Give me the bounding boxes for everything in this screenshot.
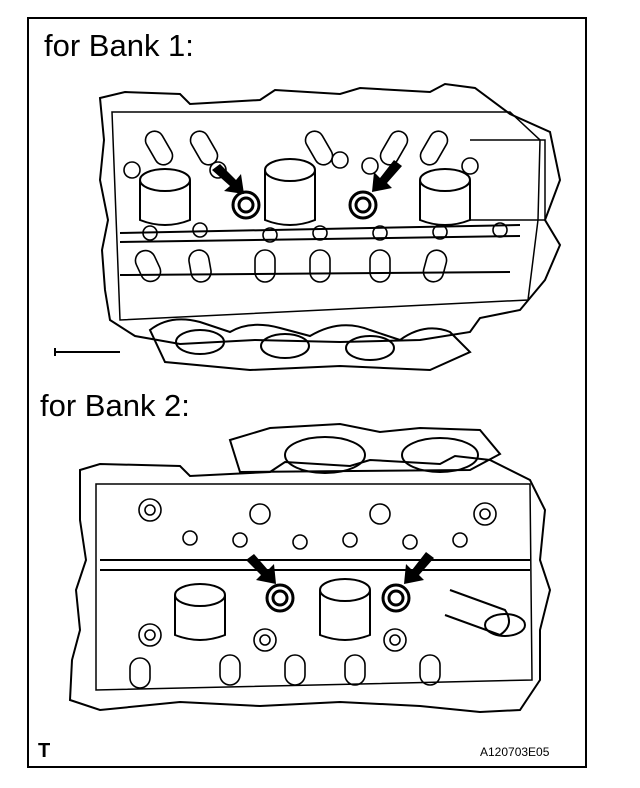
arrow-pointer-icon xyxy=(212,160,402,194)
arrow-pointer-icon xyxy=(246,552,434,584)
bank-1-label: for Bank 1: xyxy=(44,28,194,63)
corner-mark: T xyxy=(38,740,51,762)
bank-1-cylinder-head-drawing xyxy=(54,82,562,372)
illustration-frame xyxy=(27,17,587,768)
plug-ring-icon xyxy=(231,190,378,220)
plug-ring-icon xyxy=(265,583,411,613)
bank-2-cylinder-head-drawing xyxy=(68,422,552,714)
figure-code: A120703E05 xyxy=(480,745,550,759)
bank-2-label: for Bank 2: xyxy=(40,388,190,423)
